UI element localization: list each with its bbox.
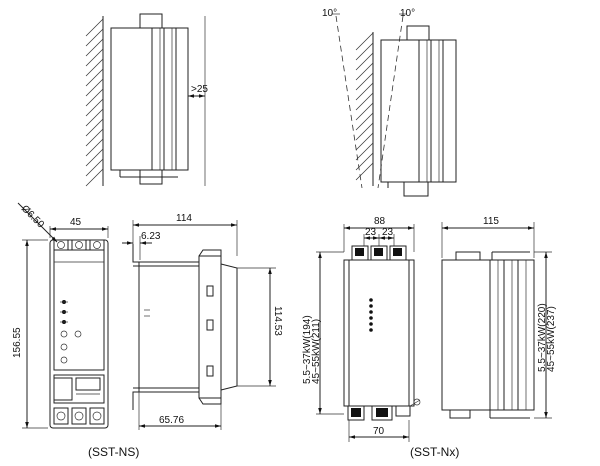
sst-nx-height-a-label: 5.5~37kW(194) — [302, 315, 313, 384]
sst-nx-depth-a-label: 5.5~37kW(220) — [537, 303, 548, 372]
sst-ns-height-label: 156.55 — [12, 327, 23, 358]
top-left-view: >25 — [85, 13, 208, 187]
sst-ns-front-view: 45 Ø6.50 156.55 (SST-NS) — [12, 202, 139, 459]
sst-nx-base-width-label: 70 — [373, 426, 385, 437]
sst-nx-depth-label: 115 — [483, 216, 499, 227]
sst-ns-depth-label: 114 — [176, 213, 192, 224]
angle-right-label: 10° — [400, 8, 415, 19]
sst-nx-pitch-right-label: 23 — [382, 227, 394, 238]
clearance-label: >25 — [191, 84, 208, 95]
sst-ns-mount-depth-label: 65.76 — [159, 415, 184, 426]
sst-nx-caption: (SST-Nx) — [410, 445, 459, 459]
sst-nx-pitch-left-label: 23 — [365, 227, 377, 238]
sst-ns-mount-height-label: 114.53 — [272, 306, 283, 336]
sst-ns-offset-label: 6.23 — [141, 231, 161, 242]
sst-nx-side-view: 115 5.5~37kW(220) 45~55kW(237) — [441, 216, 557, 419]
wall-hatching — [85, 18, 104, 187]
sst-nx-depth-b-label: 45~55kW(237) — [546, 306, 557, 372]
sst-nx-front-view: 88 23 23 — [302, 216, 459, 459]
angle-left-label: 10° — [322, 8, 337, 19]
sst-ns-caption: (SST-NS) — [88, 445, 139, 459]
sst-nx-height-b-label: 45~55kW(211) — [311, 319, 322, 384]
top-right-view: 10° 10° — [322, 8, 457, 197]
sst-ns-width-label: 45 — [70, 217, 82, 228]
sst-nx-width-label: 88 — [374, 216, 386, 227]
wall-hatching-right — [355, 32, 374, 181]
sst-ns-side-view: 114 6.23 114.53 65.76 — [122, 213, 283, 430]
